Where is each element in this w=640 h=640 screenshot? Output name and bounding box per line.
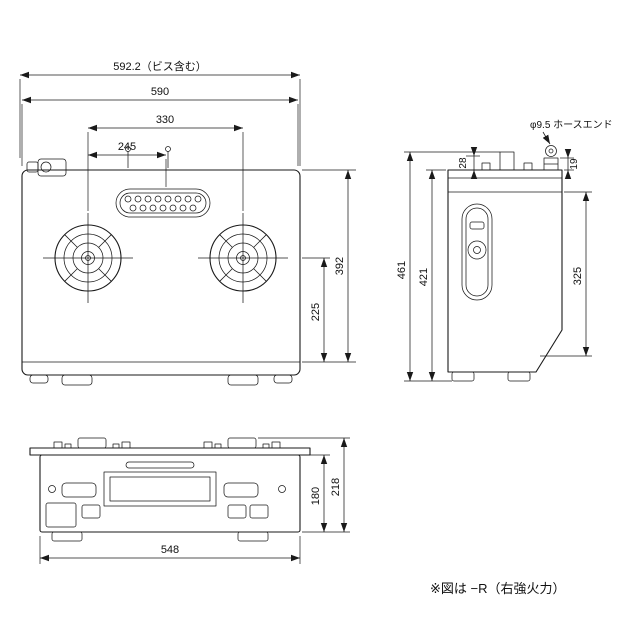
dim-front-overall-height-label: 218 [330,478,342,496]
dim-front-width: 548 [39,536,301,564]
dim-burner-pitch: 330 [87,114,244,211]
front-right-controls [223,482,286,519]
grate-profile [481,151,533,170]
dim-center-to-front-label: 225 [310,303,322,321]
dim-top-width: 590 [21,86,299,166]
left-burner [43,213,133,303]
dim-overall-width: 592.2（ビス含む） [19,59,301,166]
dim-hose-offset: 19 [560,149,580,179]
dim-overall-height-label: 461 [396,261,408,279]
grill-handle-profile [461,203,493,301]
dim-top-clearance-label: 28 [458,157,469,169]
dim-burner-offset: 245 [88,141,167,187]
dim-rear-height-label: 325 [572,267,584,285]
dim-front-width-label: 548 [161,544,179,556]
dim-body-height: 421 [418,169,446,381]
right-burner [198,213,288,303]
front-grate-right [203,437,281,449]
dim-overall-height: 461 [396,151,500,382]
dim-depth-label: 392 [334,257,346,275]
front-grate-left [53,437,131,449]
footnote: ※図は −R（右強火力） [430,581,566,596]
dim-top-width-label: 590 [151,86,169,98]
dim-front-overall-height: 218 [258,437,350,533]
hose-end-fitting [543,145,559,171]
exhaust-vent [115,188,211,218]
plan-feet [29,374,293,386]
side-feet [451,371,531,382]
dim-rear-height: 325 [540,191,592,357]
dim-front-panel-height-label: 180 [310,487,322,505]
dim-body-height-label: 421 [418,268,430,286]
side-view: 461 421 28 19 325 φ9.5 [396,119,613,382]
dim-burner-offset-label: 245 [118,141,136,153]
dim-hose-offset-label: 19 [569,158,580,170]
dim-top-clearance: 28 [458,147,480,179]
front-left-controls [45,482,101,528]
front-view: 218 180 548 [29,437,350,564]
front-feet [51,531,269,542]
dim-overall-width-label: 592.2（ビス含む） [113,59,207,73]
plan-view: 592.2（ビス含む） 590 330 245 392 225 [19,59,356,386]
grill-door [103,461,217,507]
igniter-unit [26,158,67,177]
dim-front-panel-height: 180 [304,454,330,532]
hose-end-label: φ9.5 ホースエンド [530,119,613,131]
hose-end-callout: φ9.5 ホースエンド [530,119,613,145]
dim-depth: 392 225 [302,169,356,363]
dim-burner-pitch-label: 330 [156,114,174,126]
